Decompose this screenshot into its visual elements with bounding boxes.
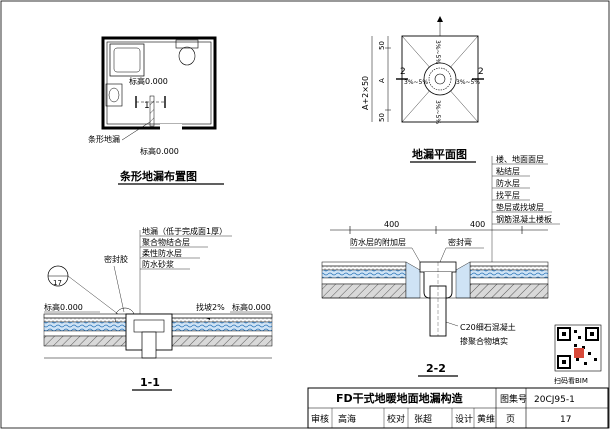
linear-drain-icon [149, 95, 155, 127]
drain-grate-icon [423, 62, 457, 96]
basin-icon [105, 83, 123, 107]
layer-1-1-3: 防水砂浆 [142, 259, 174, 269]
elevation-left: 标高0.000 [44, 302, 83, 312]
section-marker-1: 1 [144, 101, 150, 111]
page-label: 页 [506, 414, 515, 425]
layer-2-2-1: 粘结层 [496, 166, 520, 176]
atlas-label: 图集号 [500, 393, 527, 405]
elevation-label-top: 标高0.000 [129, 76, 168, 86]
fill-label-1: C20细石混凝土 [460, 322, 516, 332]
check-name: 张超 [414, 413, 432, 425]
elevation-label-bottom: 标高0.000 [140, 146, 179, 156]
design-label: 设计 [455, 413, 473, 425]
sealant-label: 密封膏 [448, 237, 472, 247]
dim-left-400: 400 [384, 220, 399, 229]
drain-label: 条形地漏 [88, 134, 120, 144]
section-2-2: 楼、地面面层 粘结层 防水层 找平层 垫层或找坡层 钢筋混凝土楼板 400 40… [321, 154, 560, 377]
title-block: FD干式地暖地面地漏构造 图集号 20CJ95-1 页 17 审核 高海 校对 … [307, 387, 609, 429]
layer-1-1-2: 柔性防水层 [142, 248, 182, 258]
toilet-icon [175, 39, 199, 66]
slope-right: 3%~5% [456, 79, 480, 86]
section-mark-2-right: 2 [478, 67, 484, 77]
drain-plan: 3%~5% 3%~5% 3%~5% 3%~5% 2 2 A+2×50 50 A … [361, 16, 484, 163]
layout-plan: 1 标高0.000 条形地漏 标高0.000 条形地漏布置图 [88, 36, 224, 185]
layer-2-2-0: 楼、地面面层 [496, 154, 544, 164]
dim-50-top: 50 [378, 41, 386, 50]
layer-2-2-2: 防水层 [496, 178, 520, 188]
section-1-1: 地漏（低于完成面1厚） 聚合物结合层 柔性防水层 防水砂浆 密封胶 17 标高0… [43, 226, 273, 391]
layer-2-2-3: 找平层 [496, 190, 520, 200]
qr-label: 扫码看BIM [554, 376, 588, 385]
layer-1-1-1: 聚合物结合层 [142, 237, 190, 247]
drain-plan-title: 地漏平面图 [412, 147, 467, 161]
detail-ref-number: 17 [53, 279, 62, 287]
layout-plan-title: 条形地漏布置图 [119, 169, 197, 183]
qr-code[interactable]: 扫码看BIM [554, 324, 602, 385]
slope-label-1-1: 找坡2% [196, 302, 225, 312]
drain-body-2-2 [419, 261, 457, 337]
dim-right-400: 400 [470, 220, 485, 229]
slope-bottom: 3%~5% [434, 100, 441, 124]
review-name: 高海 [338, 413, 356, 425]
main-title: FD干式地暖地面地漏构造 [336, 391, 464, 405]
check-label: 校对 [387, 413, 405, 425]
layer-2-2-5: 钢筋混凝土楼板 [496, 214, 552, 224]
elevation-right: 标高0.000 [232, 302, 271, 312]
design-name: 黄维 [477, 413, 495, 425]
atlas-number: 20CJ95-1 [534, 395, 575, 405]
layer-2-2-4: 垫层或找坡层 [496, 202, 544, 212]
layer-1-1-0: 地漏（低于完成面1厚） [142, 226, 227, 236]
dim-50-bottom: 50 [378, 113, 386, 122]
fill-label-2: 掺聚合物填实 [460, 336, 508, 346]
slope-top: 3%~5% [434, 40, 441, 64]
waterproof-label: 防水层的附加层 [350, 237, 406, 247]
seal-label: 密封胶 [104, 254, 128, 264]
section-2-2-title: 2-2 [426, 362, 446, 375]
bathtub-icon [109, 43, 145, 77]
review-label: 审核 [311, 413, 329, 425]
dim-a: A [378, 78, 386, 83]
slope-left: 3%~5% [404, 79, 428, 86]
page-number: 17 [560, 415, 571, 425]
section-1-1-title: 1-1 [140, 376, 160, 389]
section-mark-2-left: 2 [400, 67, 406, 77]
dim-total: A+2×50 [361, 76, 370, 110]
